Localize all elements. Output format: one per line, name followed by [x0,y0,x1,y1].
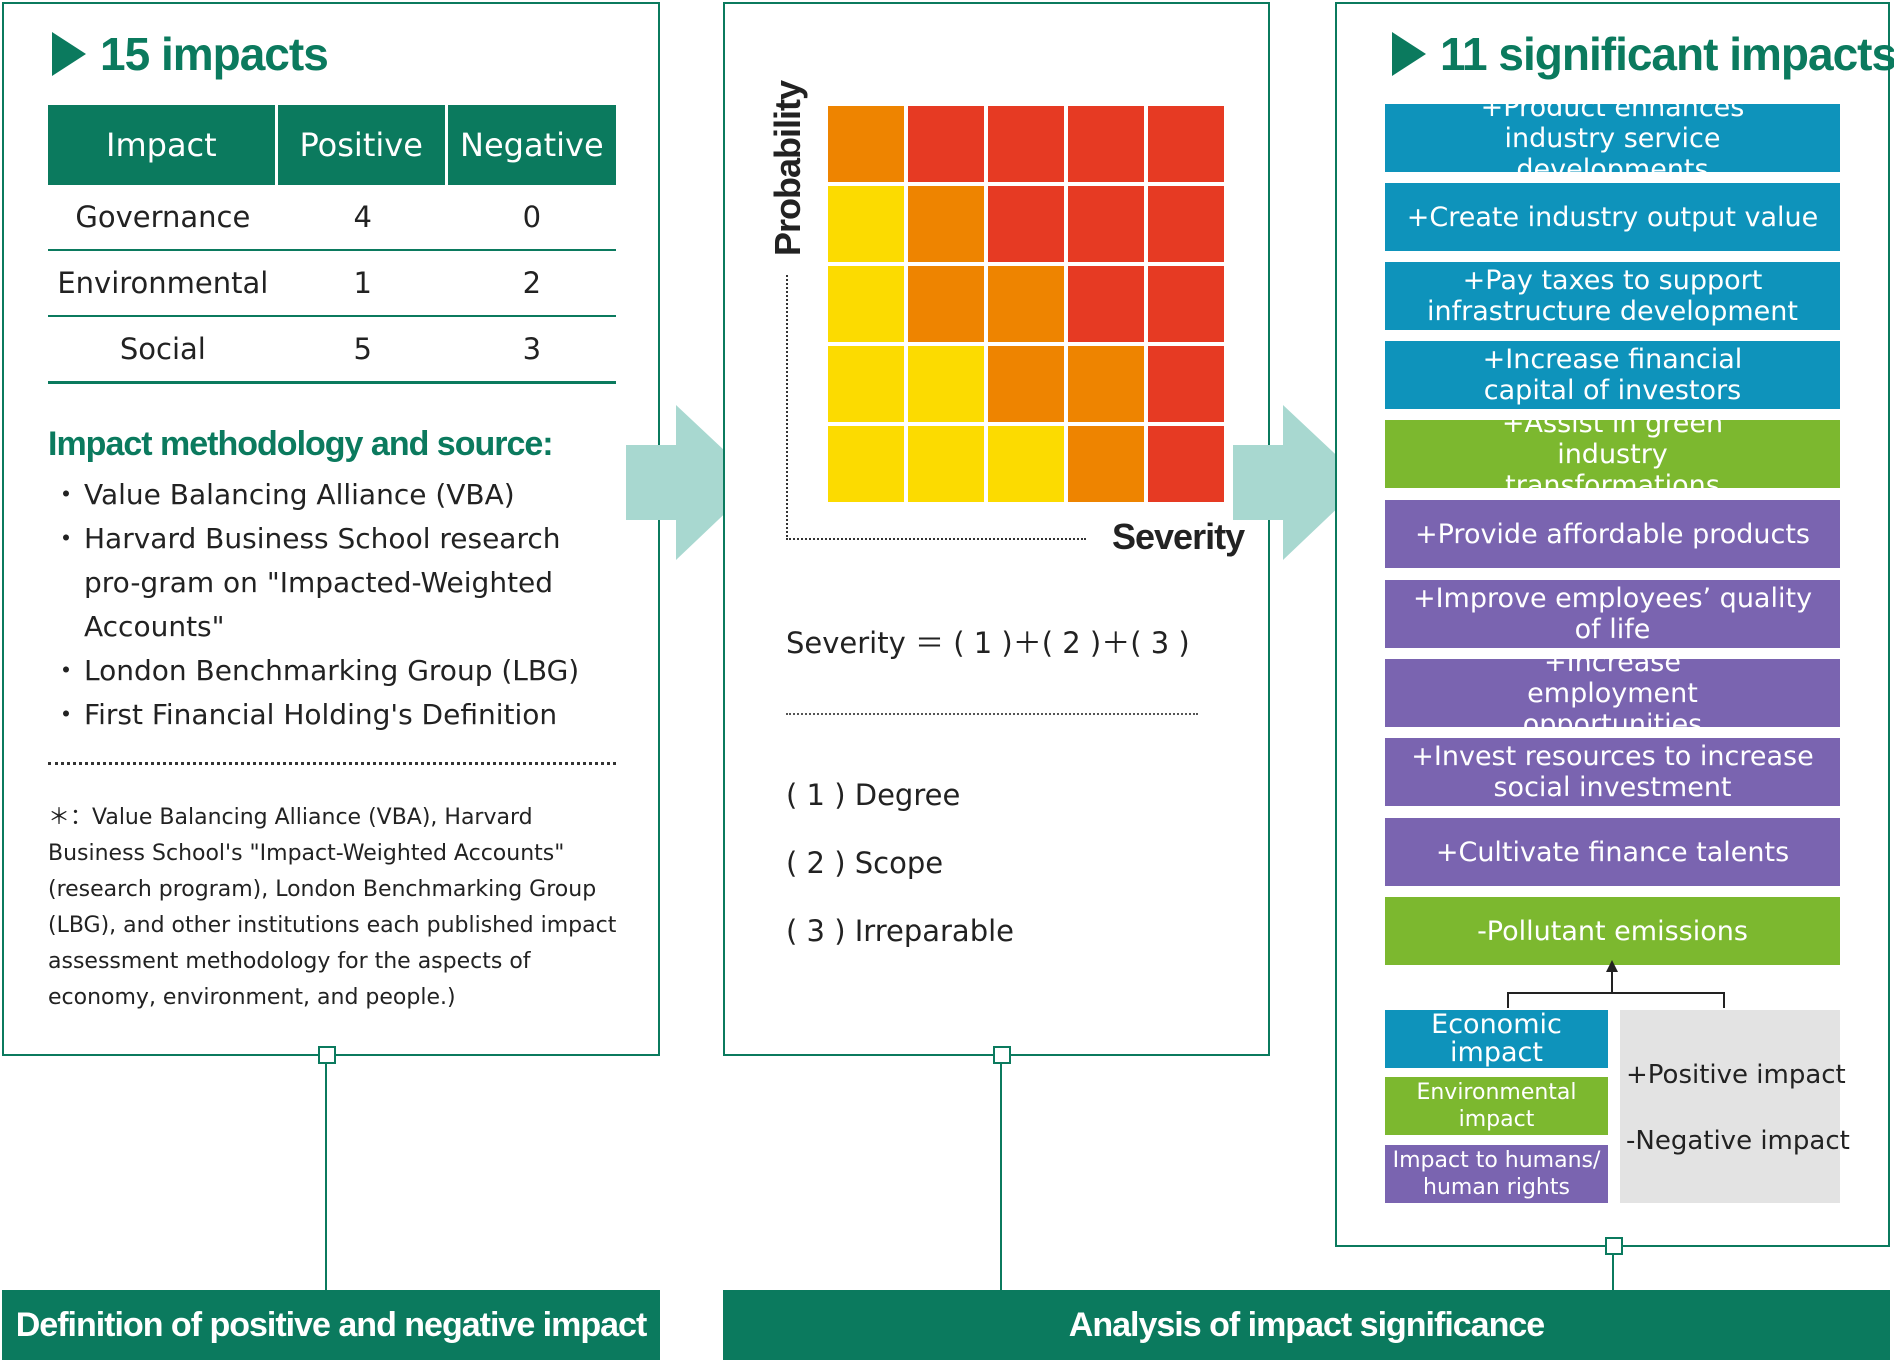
flow-arrow-icon [1233,405,1365,560]
heatmap-cell-orange [1068,346,1144,422]
connector-line [325,1056,327,1290]
footer-definition: Definition of positive and negative impa… [2,1290,660,1360]
table-cell-negative: 3 [447,317,616,384]
heatmap-cell-yellow [908,346,984,422]
heatmap-cell-red [1148,106,1224,182]
severity-axis-label: Severity [1112,516,1245,557]
heatmap-cell-yellow [828,426,904,502]
factor-degree: ( 1 ) Degree [786,778,961,812]
table-cell-positive: 5 [277,317,448,384]
legend-positive: +Positive impact [1626,1060,1846,1090]
methodology-note: ＊：Value Balancing Alliance (VBA), Harvar… [48,805,617,1010]
severity-formula: Severity ＝ ( 1 )＋( 2 )＋( 3 ) [786,626,1190,660]
table-cell-aspect: Environmental [48,251,278,317]
table-header-cell: Impact [48,105,278,185]
impact-item: +Create industry output value [1385,183,1840,251]
heatmap-cell-red [908,106,984,182]
connector-node [1605,1237,1623,1255]
table-row: Environmental 1 2 [48,251,616,317]
flow-arrow-icon [626,405,758,560]
probability-axis-label: Probability [767,80,808,256]
impact-count-table: Impact Positive Negative Governance 4 0 … [48,105,616,384]
divider [786,713,1198,715]
table-header-cell: Negative [447,105,616,185]
heatmap-cell-red [988,106,1064,182]
y-axis-line [786,275,788,537]
heatmap-cell-orange [828,106,904,182]
connector-line [1000,1056,1002,1290]
table-row: Governance 4 0 [48,185,616,251]
heatmap-cell-red [1148,426,1224,502]
impact-item: +Increase employment opportunities [1385,647,1840,740]
legend-connector-line [1507,992,1725,1008]
heatmap-cell-yellow [988,426,1064,502]
table-cell-negative: 2 [447,251,616,317]
flow-arrow-shape [1233,405,1365,560]
impact-item: +Improve employees’ quality of life [1385,580,1840,648]
table-cell-negative: 0 [447,185,616,251]
legend-environmental: Environmental impact [1385,1077,1608,1135]
footer-analysis: Analysis of impact significance [723,1290,1890,1360]
heatmap-cell-orange [988,346,1064,422]
connector-node [318,1046,336,1064]
table-cell-aspect: Social [48,317,278,384]
significant-impacts-title: 11 significant impacts [1392,28,1894,80]
legend-economic: Economic impact [1385,1010,1608,1068]
heatmap-cell-red [1148,186,1224,262]
heatmap-cell-red [1068,106,1144,182]
factor-scope: ( 2 ) Scope [786,846,944,880]
legend-sign-key: +Positive impact -Negative impact [1620,1010,1850,1203]
impact-item: +Pay taxes to support infrastructure dev… [1385,262,1840,330]
connector-node [993,1046,1011,1064]
heatmap-cell-orange [908,186,984,262]
list-item: Value Balancing Alliance (VBA) [52,473,622,517]
heatmap-cell-orange [988,266,1064,342]
play-triangle-icon [1392,32,1426,76]
legend-negative: -Negative impact [1626,1126,1850,1156]
factor-irreparable: ( 3 ) Irreparable [786,914,1015,948]
methodology-heading: Impact methodology and source: [48,425,554,463]
heatmap-cell-yellow [828,186,904,262]
heatmap-cell-orange [908,266,984,342]
impact-item: +Product enhances industry service devel… [1385,92,1840,185]
impact-item: +Cultivate finance talents [1385,818,1840,886]
connector-line [1612,1247,1614,1290]
table-cell-aspect: Governance [48,185,278,251]
impacts-title: 15 impacts [52,28,329,80]
table-header-cell: Positive [277,105,448,185]
heatmap-cell-red [1148,346,1224,422]
heatmap-cell-orange [1068,426,1144,502]
list-item: First Financial Holding's Definition [52,693,622,737]
heatmap-cell-yellow [828,346,904,422]
impact-item: +Increase financial capital of investors [1385,341,1840,409]
heatmap-cell-red [988,186,1064,262]
table-cell-positive: 1 [277,251,448,317]
legend-human-rights: Impact to humans/ human rights [1385,1145,1608,1203]
legend-connector [1507,960,1725,1008]
x-axis-line [786,538,1086,540]
impact-item: -Pollutant emissions [1385,897,1840,965]
heatmap-cell-yellow [908,426,984,502]
methodology-source-list: Value Balancing Alliance (VBA) Harvard B… [52,473,622,737]
arrowhead-icon [1606,960,1618,972]
list-item: London Benchmarking Group (LBG) [52,649,622,693]
impact-item: +Provide affordable products [1385,500,1840,568]
heatmap-cell-yellow [828,266,904,342]
divider [48,762,616,765]
significant-impacts-title-text: 11 significant impacts [1440,28,1894,80]
impact-item: +Assist in green industry transformation… [1385,408,1840,501]
impacts-title-text: 15 impacts [100,28,329,80]
table-row: Social 5 3 [48,317,616,384]
table-cell-positive: 4 [277,185,448,251]
risk-heatmap [828,106,1224,502]
heatmap-cell-red [1068,266,1144,342]
play-triangle-icon [52,32,86,76]
heatmap-cell-red [1068,186,1144,262]
impact-item: +Invest resources to increase social inv… [1385,738,1840,806]
table-header-row: Impact Positive Negative [48,105,616,185]
heatmap-cell-red [1148,266,1224,342]
list-item: Harvard Business School research pro-gra… [52,517,622,649]
flow-arrow-shape [626,405,758,560]
